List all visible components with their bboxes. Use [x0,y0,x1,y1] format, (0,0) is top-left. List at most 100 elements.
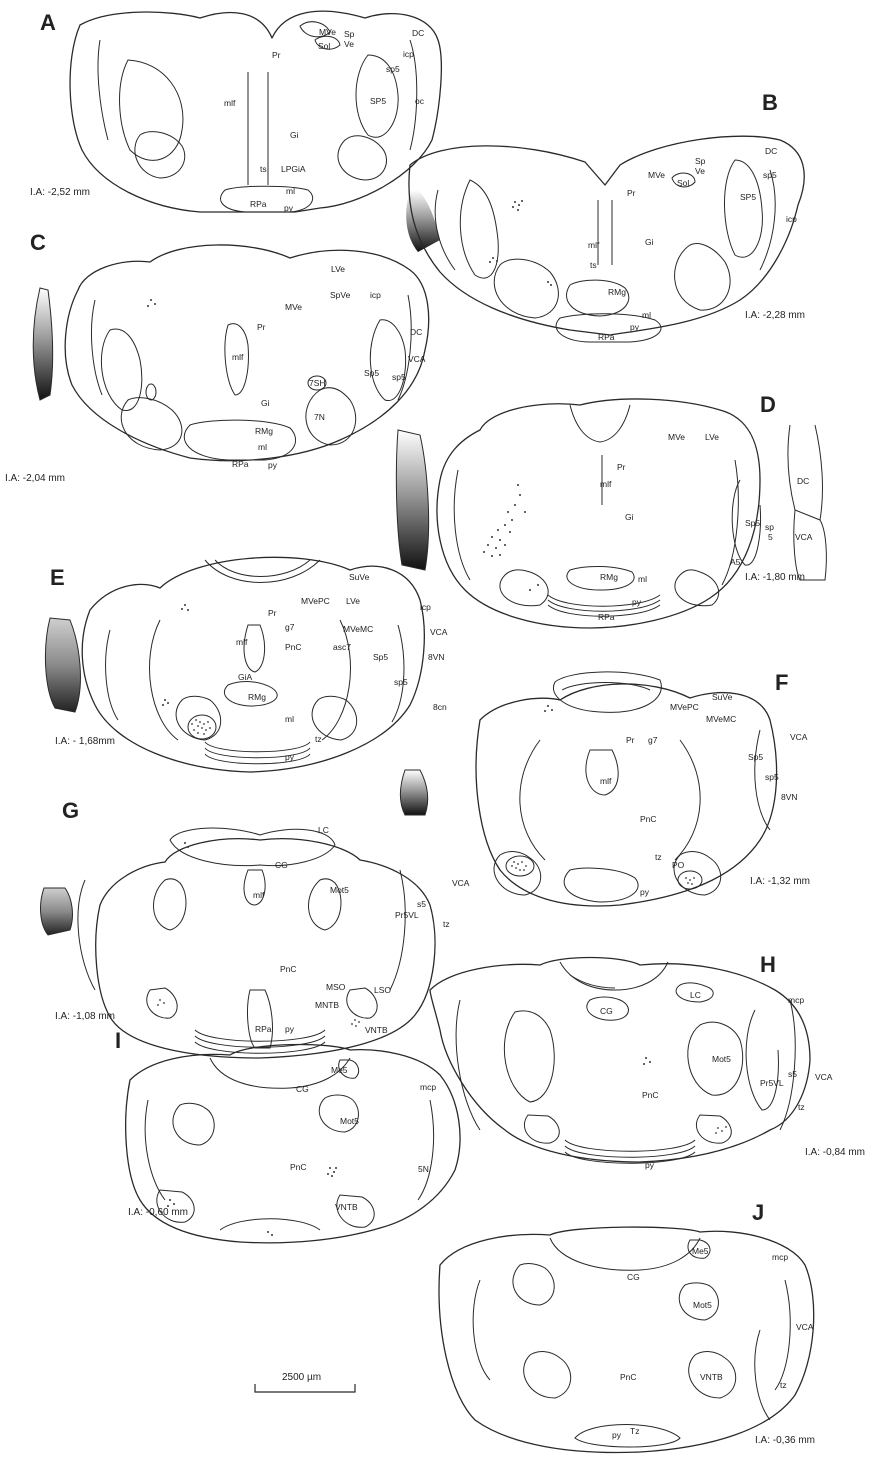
svg-text:Pr: Pr [626,735,635,745]
svg-text:Sp: Sp [344,29,355,39]
panel-j-letter: J [752,1200,764,1225]
svg-text:ts: ts [590,260,597,270]
svg-text:Tz: Tz [630,1426,639,1436]
svg-text:8cn: 8cn [433,702,447,712]
panel-c-letter: C [30,230,46,255]
svg-text:LVe: LVe [346,596,360,606]
svg-text:VCA: VCA [408,354,426,364]
svg-text:py: py [268,460,278,470]
svg-text:Pr: Pr [627,188,636,198]
panel-i-ia: I.A: -0,60 mm [128,1207,188,1218]
panel-f-letter: F [775,670,788,695]
panel-g: G LC CG mlf Mot5 VCA Pr5VL s5 tz PnC MSO… [41,798,470,1058]
svg-text:VCA: VCA [795,532,813,542]
panel-e-outline [82,557,424,772]
svg-text:Pr: Pr [268,608,277,618]
svg-text:5: 5 [768,532,773,542]
svg-text:py: py [632,597,642,607]
svg-text:VNTB: VNTB [335,1202,358,1212]
svg-text:Sp: Sp [695,156,706,166]
svg-text:icp: icp [420,602,431,612]
svg-text:VCA: VCA [790,732,808,742]
svg-text:Me5: Me5 [331,1065,348,1075]
svg-text:mlf: mlf [600,479,612,489]
svg-text:5N: 5N [418,1164,429,1174]
svg-text:Gi: Gi [290,130,299,140]
svg-text:SuVe: SuVe [712,692,733,702]
svg-text:CG: CG [296,1084,309,1094]
panel-g-ia: I.A: -1,08 mm [55,1011,115,1022]
svg-text:Ve: Ve [344,39,354,49]
panel-c-ia: I.A: -2,04 mm [5,473,65,484]
svg-text:sp5: sp5 [765,772,779,782]
svg-text:PnC: PnC [285,642,302,652]
svg-text:g7: g7 [285,622,295,632]
svg-text:RMg: RMg [248,692,266,702]
svg-text:py: py [640,887,650,897]
svg-text:PnC: PnC [620,1372,637,1382]
svg-text:RPa: RPa [598,612,615,622]
panel-h: H LC CG mcp Mot5 Pr5VL s5 VCA tz PnC py … [430,952,865,1170]
panel-g-letter: G [62,798,79,823]
panel-b: B Sp Ve MVe Sol Pr DC sp5 SP5 icp mlf Gi… [406,90,805,342]
panel-b-outline [409,136,804,335]
svg-text:Pr5VL: Pr5VL [395,910,419,920]
panel-i-letter: I [115,1028,121,1053]
svg-text:Mot5: Mot5 [693,1300,712,1310]
svg-text:Mot5: Mot5 [712,1054,731,1064]
svg-text:Gi: Gi [261,398,270,408]
svg-text:LC: LC [690,990,701,1000]
scale-bar-label: 2500 µm [282,1372,321,1383]
panel-f: F MVePC SuVe MVeMC VCA Pr g7 Sp5 sp5 8VN… [400,670,810,906]
svg-text:mcp: mcp [788,995,804,1005]
svg-text:Me5: Me5 [692,1246,709,1256]
svg-text:CG: CG [627,1272,640,1282]
svg-text:py: py [612,1430,622,1440]
svg-text:g7: g7 [648,735,658,745]
panel-c: C LVe SpVe icp MVe DC VCA Pr mlf Sp5 sp5… [5,230,429,484]
svg-text:sp5: sp5 [394,677,408,687]
svg-text:Pr: Pr [257,322,266,332]
scale-bar: 2500 µm [255,1372,355,1392]
svg-text:ml: ml [642,310,651,320]
svg-text:RPa: RPa [232,459,249,469]
panel-c-outline [65,245,428,461]
svg-text:MVeMC: MVeMC [706,714,736,724]
svg-text:Sp5: Sp5 [748,752,763,762]
svg-text:MSO: MSO [326,982,346,992]
panel-a-letter: A [40,10,56,35]
svg-text:LSO: LSO [374,985,391,995]
svg-text:Ve: Ve [695,166,705,176]
svg-text:MVe: MVe [285,302,302,312]
panel-i: I CG Me5 mcp Mot5 PnC 5N VNTB I.A: -0,60… [115,1028,460,1243]
svg-text:VCA: VCA [796,1322,814,1332]
svg-text:RMg: RMg [608,287,626,297]
svg-text:Pr: Pr [272,50,281,60]
svg-text:Mot5: Mot5 [340,1116,359,1126]
svg-text:DC: DC [410,327,422,337]
panel-h-outline [430,958,810,1163]
svg-text:ml: ml [638,574,647,584]
svg-text:tz: tz [315,734,322,744]
panel-e-letter: E [50,565,65,590]
panel-d-letter: D [760,392,776,417]
svg-text:Pr5VL: Pr5VL [760,1078,784,1088]
svg-text:8VN: 8VN [428,652,445,662]
panel-d-ia: I.A: -1,80 mm [745,572,805,583]
svg-text:mlf: mlf [588,240,600,250]
svg-text:PnC: PnC [640,814,657,824]
svg-text:PnC: PnC [642,1090,659,1100]
svg-text:ts: ts [260,164,267,174]
svg-text:Sp5: Sp5 [745,518,760,528]
panel-h-ia: I.A: -0,84 mm [805,1147,865,1158]
svg-text:RPa: RPa [255,1024,272,1034]
svg-text:sp5: sp5 [386,64,400,74]
svg-text:GiA: GiA [238,672,253,682]
svg-text:mlf: mlf [253,890,265,900]
svg-text:sp5: sp5 [392,372,406,382]
svg-text:icp: icp [786,214,797,224]
svg-text:Mot5: Mot5 [330,885,349,895]
svg-text:tz: tz [780,1380,787,1390]
svg-text:py: py [284,203,294,213]
